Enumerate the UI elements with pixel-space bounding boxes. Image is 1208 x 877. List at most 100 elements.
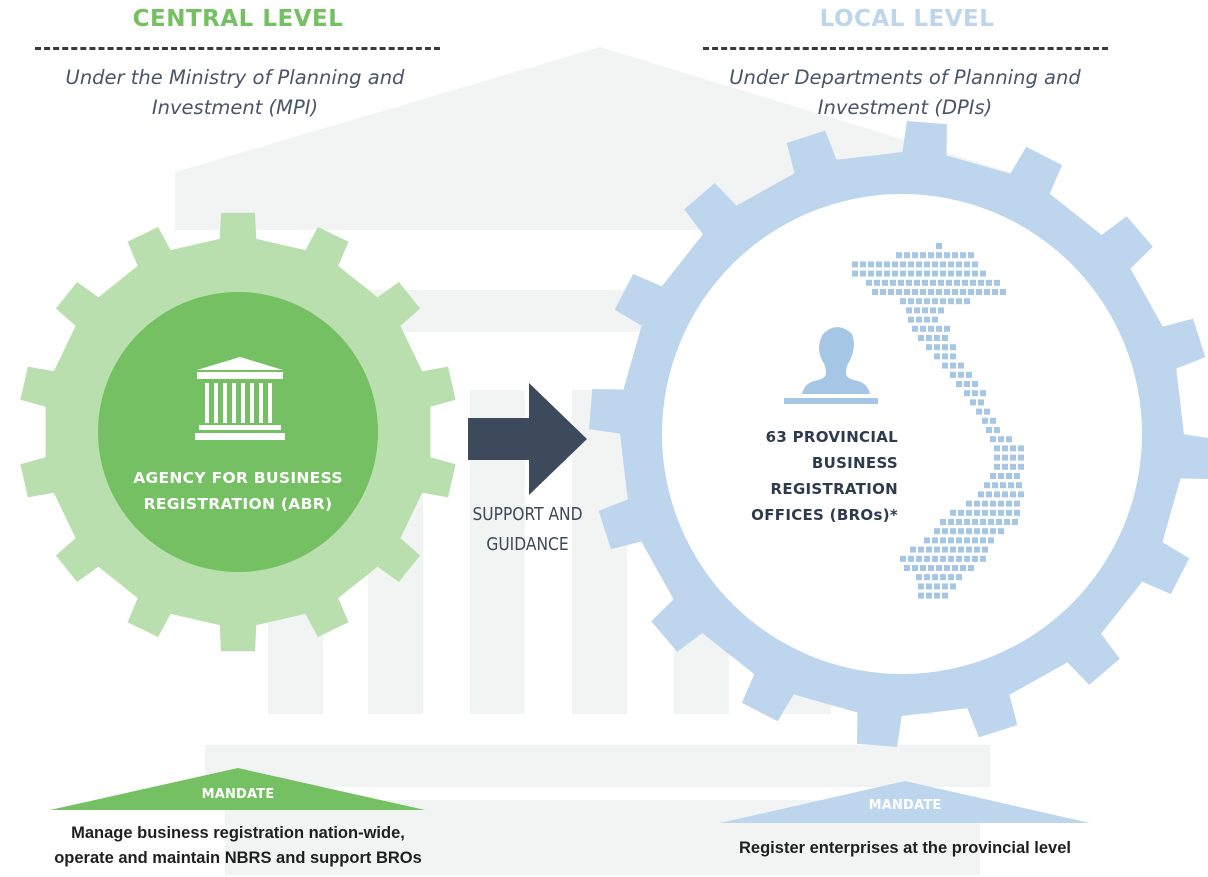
central-subtitle-line1: Under the Ministry of Planning and [65, 66, 405, 89]
map-dot [952, 252, 958, 259]
map-dot [906, 307, 912, 314]
map-dot [958, 362, 964, 369]
map-dot [942, 335, 948, 341]
map-dot [998, 473, 1004, 479]
map-dot [998, 436, 1004, 443]
map-dot [974, 546, 980, 553]
map-dot [942, 344, 948, 351]
map-dot [896, 252, 902, 259]
map-dot [888, 289, 894, 295]
map-dot [990, 417, 996, 424]
map-dot [916, 261, 922, 268]
map-dot [874, 279, 880, 286]
provincial-offices-label: 63 PROVINCIAL BUSINESS REGISTRATION OFFI… [698, 424, 898, 528]
map-dot [1006, 509, 1012, 516]
map-dot [966, 546, 972, 553]
map-dot [950, 583, 956, 590]
map-dot [928, 252, 934, 259]
map-dot [1000, 289, 1006, 295]
map-dot [934, 344, 940, 351]
map-dot [926, 583, 932, 590]
map-dot [978, 399, 984, 406]
map-dot [936, 289, 942, 295]
local-subtitle: Under Departments of Planning and Invest… [680, 63, 1130, 123]
map-dot [920, 325, 926, 332]
map-dot [984, 289, 990, 295]
map-dot [892, 270, 898, 277]
map-dot [934, 335, 940, 341]
map-dot [924, 298, 930, 305]
map-dot [948, 519, 954, 525]
map-dot [980, 537, 986, 544]
map-dot [980, 270, 986, 277]
map-dot [964, 381, 970, 387]
map-dot [964, 519, 970, 525]
map-dot [964, 270, 970, 277]
map-dot [992, 289, 998, 295]
map-dot [974, 528, 980, 535]
agency-name: AGENCY FOR BUSINESS REGISTRATION (ABR) [98, 465, 378, 517]
map-dot [994, 454, 1000, 461]
map-dot [918, 335, 924, 341]
map-dot [954, 279, 960, 286]
map-dot [914, 307, 920, 314]
map-dot [942, 353, 948, 360]
map-dot [1010, 454, 1016, 461]
map-dot [948, 298, 954, 305]
map-dot [884, 261, 890, 268]
map-dot [998, 528, 1004, 535]
map-dot [924, 270, 930, 277]
map-dot [926, 335, 932, 341]
vietnam-map-icon [852, 243, 1024, 599]
map-dot [1018, 491, 1024, 498]
map-dot [948, 270, 954, 277]
map-dot [942, 583, 948, 590]
map-dot [916, 555, 922, 562]
map-dot [942, 592, 948, 599]
support-guidance-label: SUPPORT AND GUIDANCE [452, 500, 603, 560]
map-dot [950, 344, 956, 351]
provincial-offices-line3: REGISTRATION [770, 480, 898, 498]
map-dot [926, 546, 932, 553]
map-dot [936, 565, 942, 571]
map-dot [1006, 473, 1012, 479]
map-dot [972, 519, 978, 525]
map-dot [928, 289, 934, 295]
map-dot [1014, 473, 1020, 479]
local-divider [703, 47, 1108, 50]
map-dot [942, 362, 948, 369]
map-dot [1014, 509, 1020, 516]
map-dot [982, 417, 988, 424]
map-dot [958, 528, 964, 535]
map-dot [912, 289, 918, 295]
map-dot [912, 325, 918, 332]
map-dot [982, 509, 988, 516]
map-dot [994, 445, 1000, 452]
central-subtitle-line2: Investment (MPI) [151, 96, 319, 119]
map-dot [936, 325, 942, 332]
map-dot [916, 316, 922, 323]
map-dot [956, 555, 962, 562]
map-dot [988, 519, 994, 525]
map-dot [852, 270, 858, 277]
map-dot [1002, 445, 1008, 452]
map-dot [924, 537, 930, 544]
map-dot [994, 463, 1000, 470]
map-dot [926, 344, 932, 351]
map-dot [948, 261, 954, 268]
map-dot [956, 519, 962, 525]
provincial-offices-line4: OFFICES (BROs)* [751, 506, 898, 524]
map-dot [914, 279, 920, 286]
map-dot [1008, 482, 1014, 489]
map-dot [972, 555, 978, 562]
map-dot [976, 408, 982, 415]
support-guidance-line2: GUIDANCE [486, 534, 569, 555]
map-dot [928, 325, 934, 332]
map-dot [960, 289, 966, 295]
central-mandate-line1: Manage business registration nation-wide… [71, 824, 405, 842]
map-dot [934, 583, 940, 590]
map-dot [898, 279, 904, 286]
map-dot [934, 353, 940, 360]
map-dot [952, 565, 958, 571]
